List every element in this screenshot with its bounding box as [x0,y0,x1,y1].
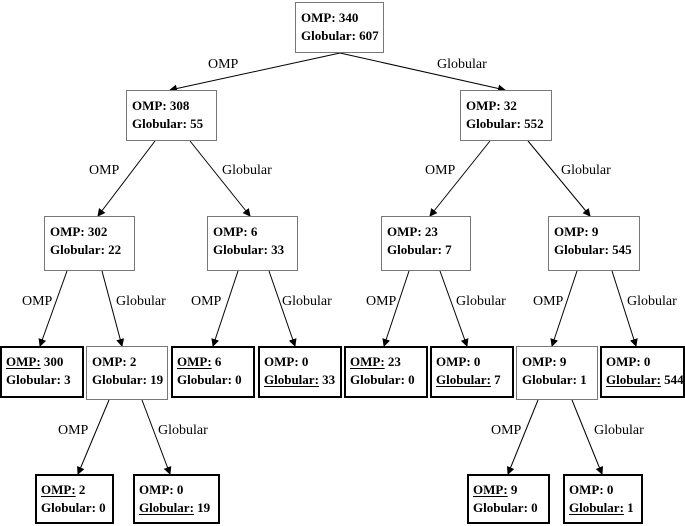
tree-leaf-node: OMP: 0 Globular: 33 [258,346,342,398]
tree-node-globular-branch: OMP: 32 Globular: 552 [460,90,552,141]
node-omp-line: OMP: 23 [350,354,401,369]
node-omp-line: OMP: 23 [387,224,438,239]
node-omp-line: OMP: 6 [213,224,258,239]
tree-leaf-node: OMP: 23 Globular: 0 [344,346,428,398]
edge-label-globular: Globular [282,294,332,309]
tree-edge-arrow [169,52,341,93]
tree-leaf-node: OMP: 6 Globular: 0 [171,346,255,398]
node-globular-line: Globular: 0 [177,372,242,387]
node-omp-line: OMP: 308 [132,98,190,113]
node-omp-line: OMP: 0 [264,354,309,369]
node-globular-line: Globular: 3 [6,372,71,387]
node-globular-line: Globular: 552 [466,116,544,131]
edge-label-omp: OMP [22,294,53,309]
edge-label-globular: Globular [561,163,611,178]
edge-label-globular: Globular [158,423,208,438]
edge-label-omp: OMP [425,163,456,178]
tree-leaf-node: OMP: 0 Globular: 7 [430,346,514,398]
tree-leaf-node: OMP: 0 Globular: 19 [133,474,220,524]
node-globular-line: Globular: 7 [436,372,501,387]
node-globular-line: Globular: 22 [50,242,122,257]
node-omp-line: OMP: 9 [554,224,599,239]
edge-label-omp: OMP [533,294,564,309]
edge-label-globular: Globular [627,294,677,309]
tree-edge-arrow [211,270,239,347]
tree-edge-arrow [439,270,469,347]
tree-edge-arrow [339,52,506,93]
tree-edge-arrow [101,270,125,347]
edge-label-omp: OMP [89,163,120,178]
tree-leaf-node: OMP: 9 Globular: 0 [467,474,550,524]
node-globular-line: Globular: 0 [473,500,538,515]
tree-edge-arrow [141,399,172,475]
node-omp-line: OMP: 9 [522,354,567,369]
tree-edge-arrow [97,140,156,217]
node-globular-line: Globular: 55 [132,116,204,131]
node-omp-line: OMP: 0 [139,482,184,497]
node-globular-line: Globular: 545 [554,242,632,257]
tree-node-omp-branch: OMP: 308 Globular: 55 [126,90,217,141]
tree-edge-arrow [382,270,410,347]
tree-node: OMP: 302 Globular: 22 [44,216,135,271]
node-globular-line: Globular: 33 [264,372,336,387]
node-globular-line: Globular: 0 [41,500,106,515]
node-globular-line: Globular: 544 [606,372,684,387]
tree-node: OMP: 9 Globular: 545 [548,216,640,271]
node-omp-line: OMP: 340 [301,10,359,25]
edge-label-omp: OMP [58,423,89,438]
node-omp-line: OMP: 0 [569,482,614,497]
edge-label-omp: OMP [191,294,222,309]
node-globular-line: Globular: 1 [522,372,587,387]
edge-label-globular: Globular [222,163,272,178]
node-omp-line: OMP: 0 [606,354,651,369]
node-globular-line: Globular: 0 [350,372,415,387]
tree-leaf-node: OMP: 0 Globular: 1 [563,474,643,524]
edge-label-omp: OMP [208,57,239,72]
node-omp-line: OMP: 2 [92,354,137,369]
edge-label-globular: Globular [456,294,506,309]
tree-node-root: OMP: 340 Globular: 607 [295,2,384,53]
tree-edge-arrow [571,399,604,475]
tree-node: OMP: 9 Globular: 1 [516,346,598,400]
edge-label-omp: OMP [491,423,522,438]
tree-edge-arrow [527,140,591,217]
tree-node: OMP: 6 Globular: 33 [207,216,298,271]
tree-edge-arrow [77,399,110,475]
node-omp-line: OMP: 300 [6,354,64,369]
edge-label-globular: Globular [116,294,166,309]
tree-edge-arrow [611,270,638,347]
node-globular-line: Globular: 1 [569,500,634,515]
node-omp-line: OMP: 0 [436,354,481,369]
tree-edge-arrow [429,140,491,217]
node-omp-line: OMP: 6 [177,354,222,369]
tree-node: OMP: 2 Globular: 19 [86,346,168,400]
edge-label-globular: Globular [594,423,644,438]
node-omp-line: OMP: 32 [466,98,517,113]
node-globular-line: Globular: 33 [213,242,285,257]
tree-leaf-node: OMP: 0 Globular: 544 [600,346,685,398]
tree-edge-arrow [268,270,297,347]
tree-edge-arrow [38,270,68,347]
node-omp-line: OMP: 9 [473,482,518,497]
node-globular-line: Globular: 607 [301,28,379,43]
tree-node: OMP: 23 Globular: 7 [381,216,471,271]
tree-edge-arrow [189,140,251,217]
node-omp-line: OMP: 2 [41,482,86,497]
node-globular-line: Globular: 7 [387,242,452,257]
edge-label-globular: Globular [437,57,487,72]
node-globular-line: Globular: 19 [139,500,211,515]
tree-edge-arrow [506,399,539,475]
tree-edge-arrow [550,270,578,347]
tree-leaf-node: OMP: 300 Globular: 3 [0,346,84,398]
edge-label-omp: OMP [366,294,397,309]
node-omp-line: OMP: 302 [50,224,108,239]
node-globular-line: Globular: 19 [92,372,164,387]
tree-leaf-node: OMP: 2 Globular: 0 [35,474,114,524]
